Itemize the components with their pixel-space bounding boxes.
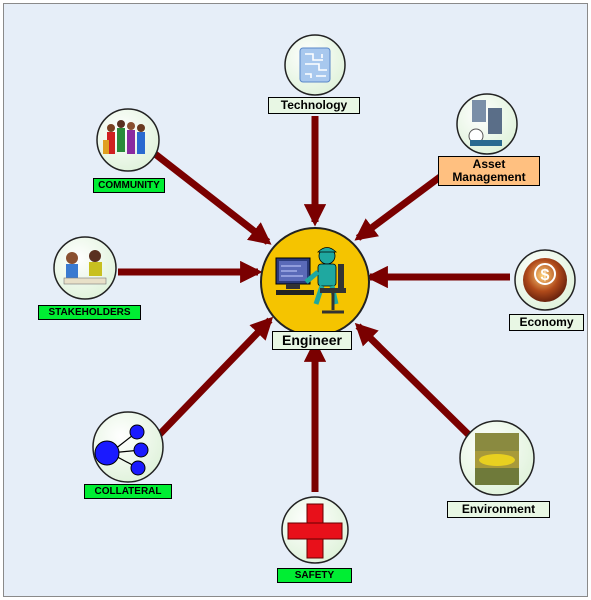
node-label-community: COMMUNITY [93,178,165,193]
node-label-economy: Economy [509,314,584,332]
meeting-people-icon [53,236,117,300]
crowd-people-icon [96,108,160,172]
red-cross-icon [281,496,349,564]
node-label-technology: Technology [268,97,360,115]
hub-spoke-icon [92,411,164,483]
node-label-environment: Environment [447,501,550,519]
arrow-environment [354,322,475,441]
arrow-asset-management [354,165,455,241]
arrow-collateral [155,316,274,439]
arrows [118,116,510,492]
nature-photo-icon [459,420,535,496]
dollar-coin-icon: $ [514,249,576,311]
arrow-community [147,147,272,245]
industrial-plant-icon [456,93,518,155]
svg-text:$: $ [541,267,550,284]
center-label-engineer: Engineer [272,331,352,351]
engineer-illustration [260,227,370,337]
node-label-stakeholders: STAKEHOLDERS [38,305,141,320]
node-label-asset-management: Asset Management [438,156,540,187]
node-label-collateral: COLLATERAL [84,484,172,499]
circuit-board-icon [284,34,346,96]
node-label-safety: SAFETY [277,568,352,583]
